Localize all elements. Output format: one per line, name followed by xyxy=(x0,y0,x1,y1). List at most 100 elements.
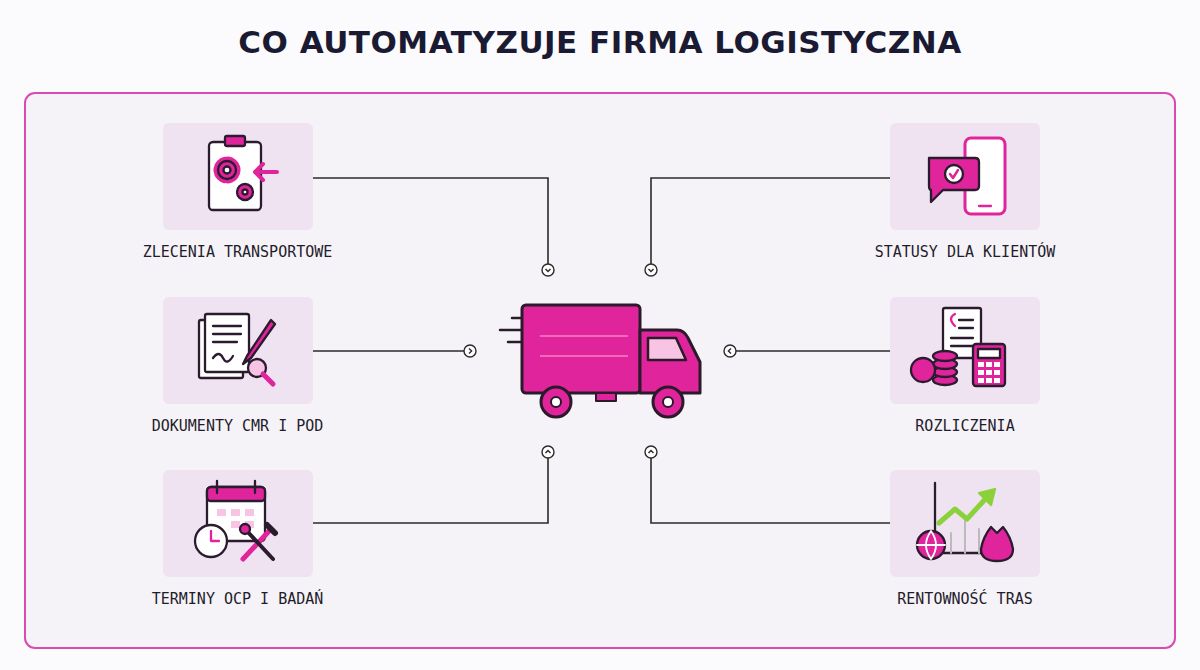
billing-icon xyxy=(933,351,957,385)
billing-icon xyxy=(978,370,984,375)
calendar-icon xyxy=(195,481,275,559)
leader-line xyxy=(312,178,890,523)
calendar-icon xyxy=(217,509,226,516)
calendar-icon xyxy=(231,521,240,528)
leader-line xyxy=(312,178,548,264)
billing-icon xyxy=(978,349,1000,358)
billing-icon xyxy=(994,370,1000,375)
card-label: TERMINY OCP I BADAŃ xyxy=(152,590,324,608)
billing-icon xyxy=(951,320,973,346)
chevron-marker xyxy=(469,349,472,354)
leader-line xyxy=(736,350,890,352)
billing-icon xyxy=(978,362,1000,383)
card-label: STATUSY DLA KLIENTÓW xyxy=(875,243,1056,261)
billing-icon xyxy=(933,359,957,369)
truck-illustration xyxy=(640,330,700,393)
task-card: ROZLICZENIA xyxy=(815,297,1115,435)
chevron-marker xyxy=(645,264,657,276)
calendar-icon xyxy=(240,524,250,534)
chevron-marker xyxy=(464,345,476,357)
truck-illustration xyxy=(540,336,628,356)
profit-chart-icon xyxy=(939,495,989,523)
chevron-marker xyxy=(645,264,657,276)
billing-icon xyxy=(951,314,955,326)
billing-icon xyxy=(933,351,957,361)
icon-box xyxy=(890,297,1040,404)
icon-box xyxy=(163,123,313,230)
phone-icon xyxy=(929,158,979,202)
documents-icon xyxy=(243,320,275,364)
calendar-icon xyxy=(217,509,254,528)
calendar-icon xyxy=(195,525,227,557)
chevron-marker xyxy=(724,345,736,357)
documents-icon xyxy=(199,314,275,384)
profit-chart-icon xyxy=(981,527,1013,561)
chevron-marker xyxy=(649,450,654,453)
billing-icon xyxy=(943,308,981,358)
billing-icon xyxy=(978,362,984,367)
task-card: TERMINY OCP I BADAŃ xyxy=(88,470,388,608)
profit-chart-icon xyxy=(917,531,945,559)
truck-illustration xyxy=(551,397,561,407)
documents-icon xyxy=(248,359,266,377)
billing-icon xyxy=(933,367,957,377)
billing-icon xyxy=(994,378,1000,383)
clipboard-icon xyxy=(225,136,245,146)
phone-icon xyxy=(929,138,1005,214)
calendar-icon xyxy=(267,525,275,533)
chevron-marker xyxy=(464,345,476,357)
clipboard-icon xyxy=(237,184,253,200)
billing-icon xyxy=(978,378,984,383)
documents-icon xyxy=(263,374,273,384)
chevron-marker xyxy=(645,446,657,458)
clipboard-icon xyxy=(209,142,261,210)
chevron-marker xyxy=(724,345,736,357)
documents-icon xyxy=(205,314,249,372)
card-label: ROZLICZENIA xyxy=(915,417,1014,435)
chevron-marker xyxy=(542,446,554,458)
card-label: RENTOWNOŚĆ TRAS xyxy=(897,590,1032,608)
phone-icon xyxy=(945,165,963,183)
chevron-marker xyxy=(649,269,654,272)
profit-chart-icon xyxy=(951,521,979,553)
icon-box xyxy=(163,470,313,577)
phone-icon xyxy=(950,170,958,178)
profit-chart-icon xyxy=(935,483,1005,553)
phone-icon xyxy=(979,205,991,207)
clipboard-icon xyxy=(224,167,231,174)
chevron-marker xyxy=(542,446,554,458)
truck-illustration xyxy=(663,397,673,407)
calendar-icon xyxy=(207,487,265,541)
diagram-title: CO AUTOMATYZUJE FIRMA LOGISTYCZNA xyxy=(0,22,1200,62)
task-card: DOKUMENTY CMR I POD xyxy=(88,297,388,435)
calendar-icon xyxy=(207,487,265,501)
profit-chart-icon xyxy=(917,531,945,559)
calendar-icon xyxy=(245,521,254,528)
icon-box xyxy=(890,470,1040,577)
calendar-icon xyxy=(245,529,273,559)
billing-icon xyxy=(911,358,935,382)
chevron-marker xyxy=(645,446,657,458)
leader-line xyxy=(651,458,890,523)
billing-icon xyxy=(994,362,1000,367)
clipboard-icon xyxy=(216,159,238,181)
billing-icon xyxy=(986,370,992,375)
billing-icon xyxy=(973,344,1005,386)
phone-icon xyxy=(965,138,1005,214)
calendar-icon xyxy=(245,509,254,516)
billing-icon xyxy=(986,378,992,383)
documents-icon xyxy=(199,320,243,378)
chevron-marker xyxy=(546,450,551,453)
clipboard-icon xyxy=(218,161,236,179)
profit-chart-icon xyxy=(917,483,1013,561)
truck-illustration xyxy=(653,387,683,417)
truck-illustration xyxy=(596,393,616,401)
calendar-icon xyxy=(211,531,219,541)
calendar-icon xyxy=(243,529,271,559)
clipboard-icon xyxy=(209,136,277,210)
leader-line xyxy=(651,178,890,264)
calendar-icon xyxy=(231,509,240,516)
billing-icon xyxy=(933,375,957,385)
clipboard-icon xyxy=(255,164,277,180)
